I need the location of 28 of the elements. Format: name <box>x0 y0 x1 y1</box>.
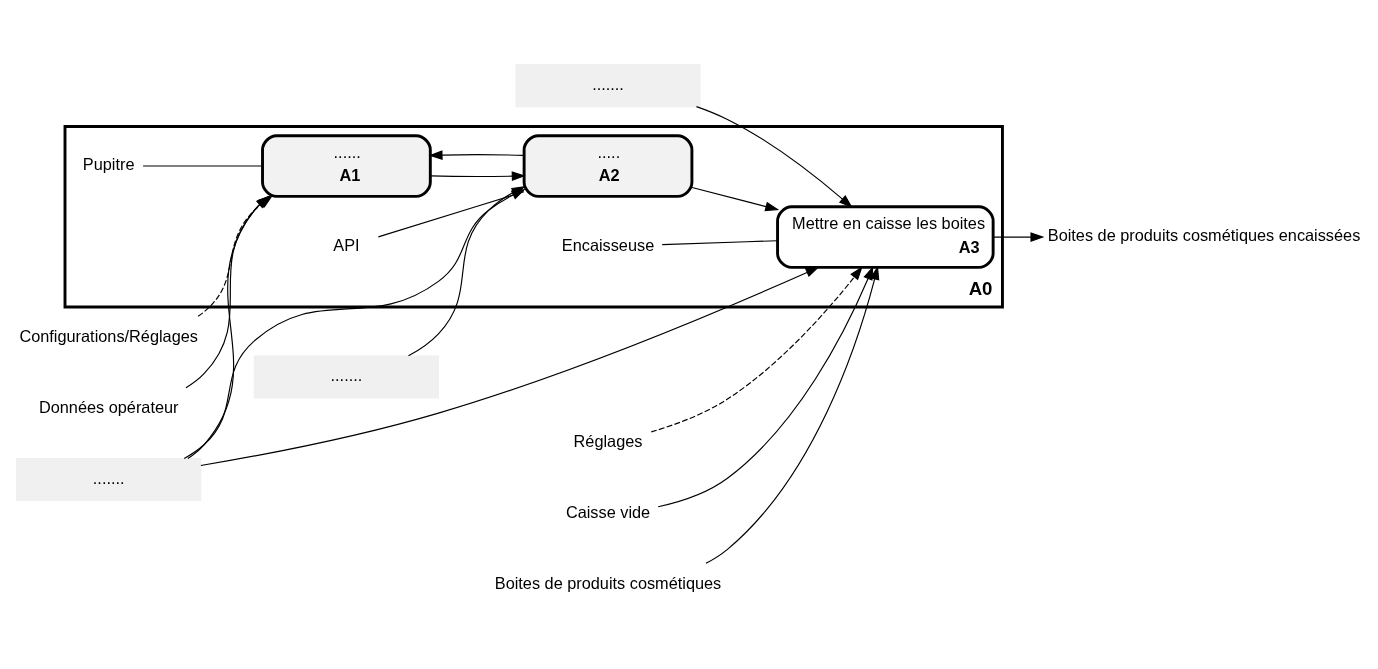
node-text: Boites de produits cosmétiques <box>494 573 722 592</box>
arrow <box>705 265 880 564</box>
arrow <box>183 188 526 459</box>
node-text: API <box>333 235 360 254</box>
node-box: Mettre en caisse les boites A3 <box>776 204 995 269</box>
arrow <box>691 186 780 211</box>
connector <box>377 190 525 237</box>
node-box: ....... <box>253 354 440 398</box>
node-box: ....... <box>16 457 202 501</box>
connector <box>661 239 778 245</box>
node-text: Données opérateur <box>38 397 179 416</box>
arrow <box>650 265 863 432</box>
node-box: ..... A2 <box>522 133 694 198</box>
node-text: Encaisseuse <box>561 235 655 254</box>
node-box: ...... A1 <box>261 133 432 198</box>
node-text: Pupitre <box>82 154 135 173</box>
arrow <box>695 105 853 208</box>
connector <box>142 164 264 167</box>
node-box: ....... <box>515 63 701 107</box>
arrow <box>657 265 874 507</box>
arrow <box>200 266 820 466</box>
arrow <box>992 231 1045 242</box>
arrow <box>429 170 526 181</box>
node-text: Réglages <box>573 431 643 450</box>
node-text: Configurations/Réglages <box>19 326 198 345</box>
node-text: Caisse vide <box>565 502 651 521</box>
arrow <box>428 149 525 160</box>
node-text: Boites de produits cosmétiques encaissées <box>1047 225 1361 244</box>
